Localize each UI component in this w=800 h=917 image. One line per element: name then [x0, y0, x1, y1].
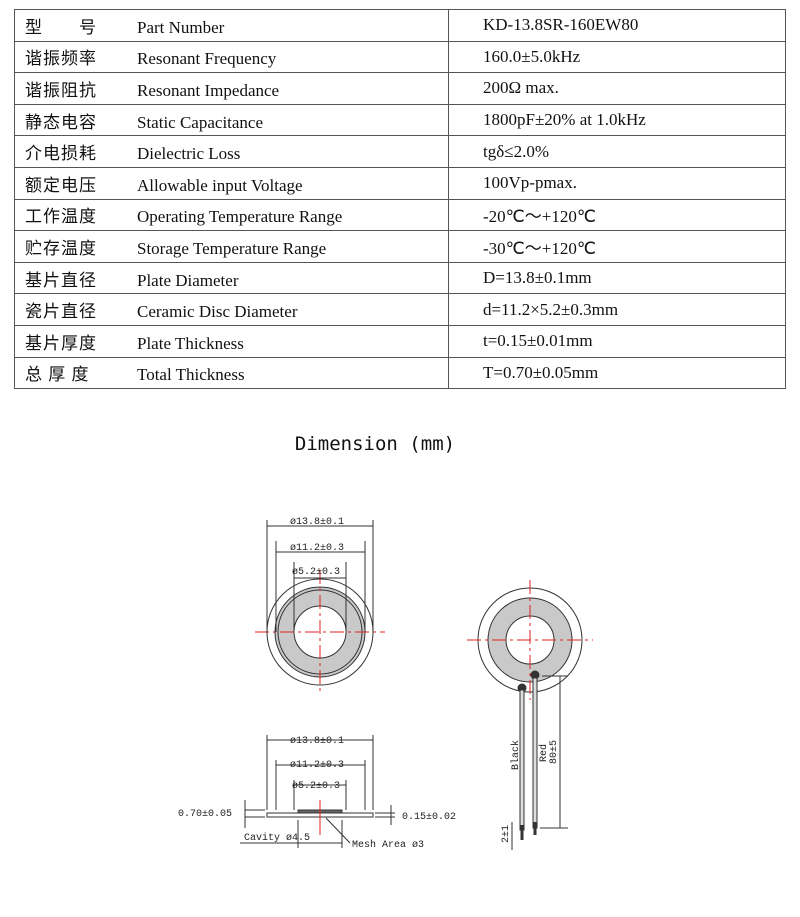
- side-view: ø13.8±0.1 ø11.2±0.3 ø5.2±0.3 0.70±0.05 0…: [178, 735, 456, 851]
- spec-label-en: Part Number: [137, 17, 225, 37]
- spec-row: 谐振频率 Resonant Frequency 160.0±5.0kHz: [14, 40, 786, 74]
- dimension-title: Dimension (mm): [294, 433, 456, 455]
- label-lead-length: 80±5: [549, 740, 560, 764]
- spec-label-en: Plate Diameter: [137, 270, 239, 290]
- spec-label-cn: 基片厚度: [25, 333, 97, 353]
- label-mesh: Mesh Area ø3: [352, 839, 424, 851]
- label-total-thickness: 0.70±0.05: [178, 809, 232, 820]
- spec-label-cn: 总 厚 度: [25, 365, 90, 385]
- spec-label-en: Resonant Frequency: [137, 49, 277, 69]
- spec-label-en: Plate Thickness: [137, 333, 244, 353]
- label-ceramic-diameter: ø11.2±0.3: [290, 543, 344, 554]
- spec-table: 型 号 Part Number KD-13.8SR-160EW80 谐振频率 Reson…: [14, 9, 786, 390]
- svg-text:ø11.2±0.3: ø11.2±0.3: [290, 760, 344, 771]
- spec-row: 谐振阻抗 Resonant Impedance 200Ω max.: [14, 72, 786, 105]
- spec-label-cn: 谐振频率: [25, 49, 97, 69]
- spec-value: KD-13.8SR-160EW80: [448, 9, 786, 42]
- spec-row: 工作温度 Operating Temperature Range -20℃～+120…: [14, 198, 786, 232]
- spec-label-en: Static Capacitance: [137, 112, 264, 132]
- label-inner-side: ø5.2±0.3: [292, 781, 340, 792]
- label-strip-length: 2±1: [501, 825, 512, 843]
- spec-label-cn: 静态电容: [25, 112, 97, 132]
- spec-value: D=13.8±0.1mm: [448, 261, 786, 295]
- spec-value: T=0.70±0.05mm: [448, 356, 786, 390]
- spec-label-cn: 贮存温度: [25, 238, 97, 258]
- spec-label-en: Storage Temperature Range: [137, 238, 327, 258]
- spec-label-en: Resonant Impedance: [137, 80, 280, 100]
- spec-label-en: Operating Temperature Range: [137, 207, 343, 227]
- spec-value: 160.0±5.0kHz: [448, 40, 786, 74]
- spec-label-cn: 介电损耗: [25, 144, 97, 164]
- spec-label-en: Total Thickness: [137, 365, 245, 385]
- spec-label-en: Ceramic Disc Diameter: [137, 302, 298, 322]
- spec-value: -30℃～+120℃: [448, 230, 786, 263]
- label-inner-diameter: ø5.2±0.3: [292, 567, 340, 578]
- spec-label-cn: 谐振阻抗: [25, 80, 97, 100]
- spec-row: 基片厚度 Plate Thickness t=0.15±0.01mm: [14, 324, 786, 358]
- spec-label-en: Allowable input Voltage: [137, 175, 303, 195]
- spec-label-en: Dielectric Loss: [137, 144, 241, 164]
- spec-label-cn: 工作温度: [25, 207, 97, 227]
- spec-value: t=0.15±0.01mm: [448, 324, 786, 358]
- spec-row: 总 厚 度 Total Thickness T=0.70±0.05mm: [14, 356, 786, 390]
- spec-row: 贮存温度 Storage Temperature Range -30℃～+120℃: [14, 230, 786, 263]
- front-view: ø13.8±0.1 ø11.2±0.3 ø5.2±0.3: [255, 517, 385, 695]
- spec-label-cn: 额定电压: [25, 175, 97, 195]
- wired-view: Black Red 80±5 2±1: [467, 580, 593, 850]
- spec-value: 200Ω max.: [448, 72, 786, 105]
- spec-label-cn: 基片直径: [25, 270, 97, 290]
- label-plate-diameter: ø13.8±0.1: [290, 517, 344, 528]
- spec-label-cn: 型 号: [25, 17, 97, 37]
- label-red-wire: Red: [538, 744, 550, 762]
- label-cavity: Cavity ø4.5: [244, 832, 310, 844]
- spec-label-cn: 瓷片直径: [25, 302, 97, 322]
- spec-value: -20℃～+120℃: [448, 198, 786, 232]
- spec-row: 型 号 Part Number KD-13.8SR-160EW80: [14, 9, 786, 42]
- svg-text:ø13.8±0.1: ø13.8±0.1: [290, 736, 344, 747]
- label-black-wire: Black: [510, 740, 522, 770]
- label-plate-thickness: 0.15±0.02: [402, 812, 456, 823]
- spec-row: 基片直径 Plate Diameter D=13.8±0.1mm: [14, 261, 786, 295]
